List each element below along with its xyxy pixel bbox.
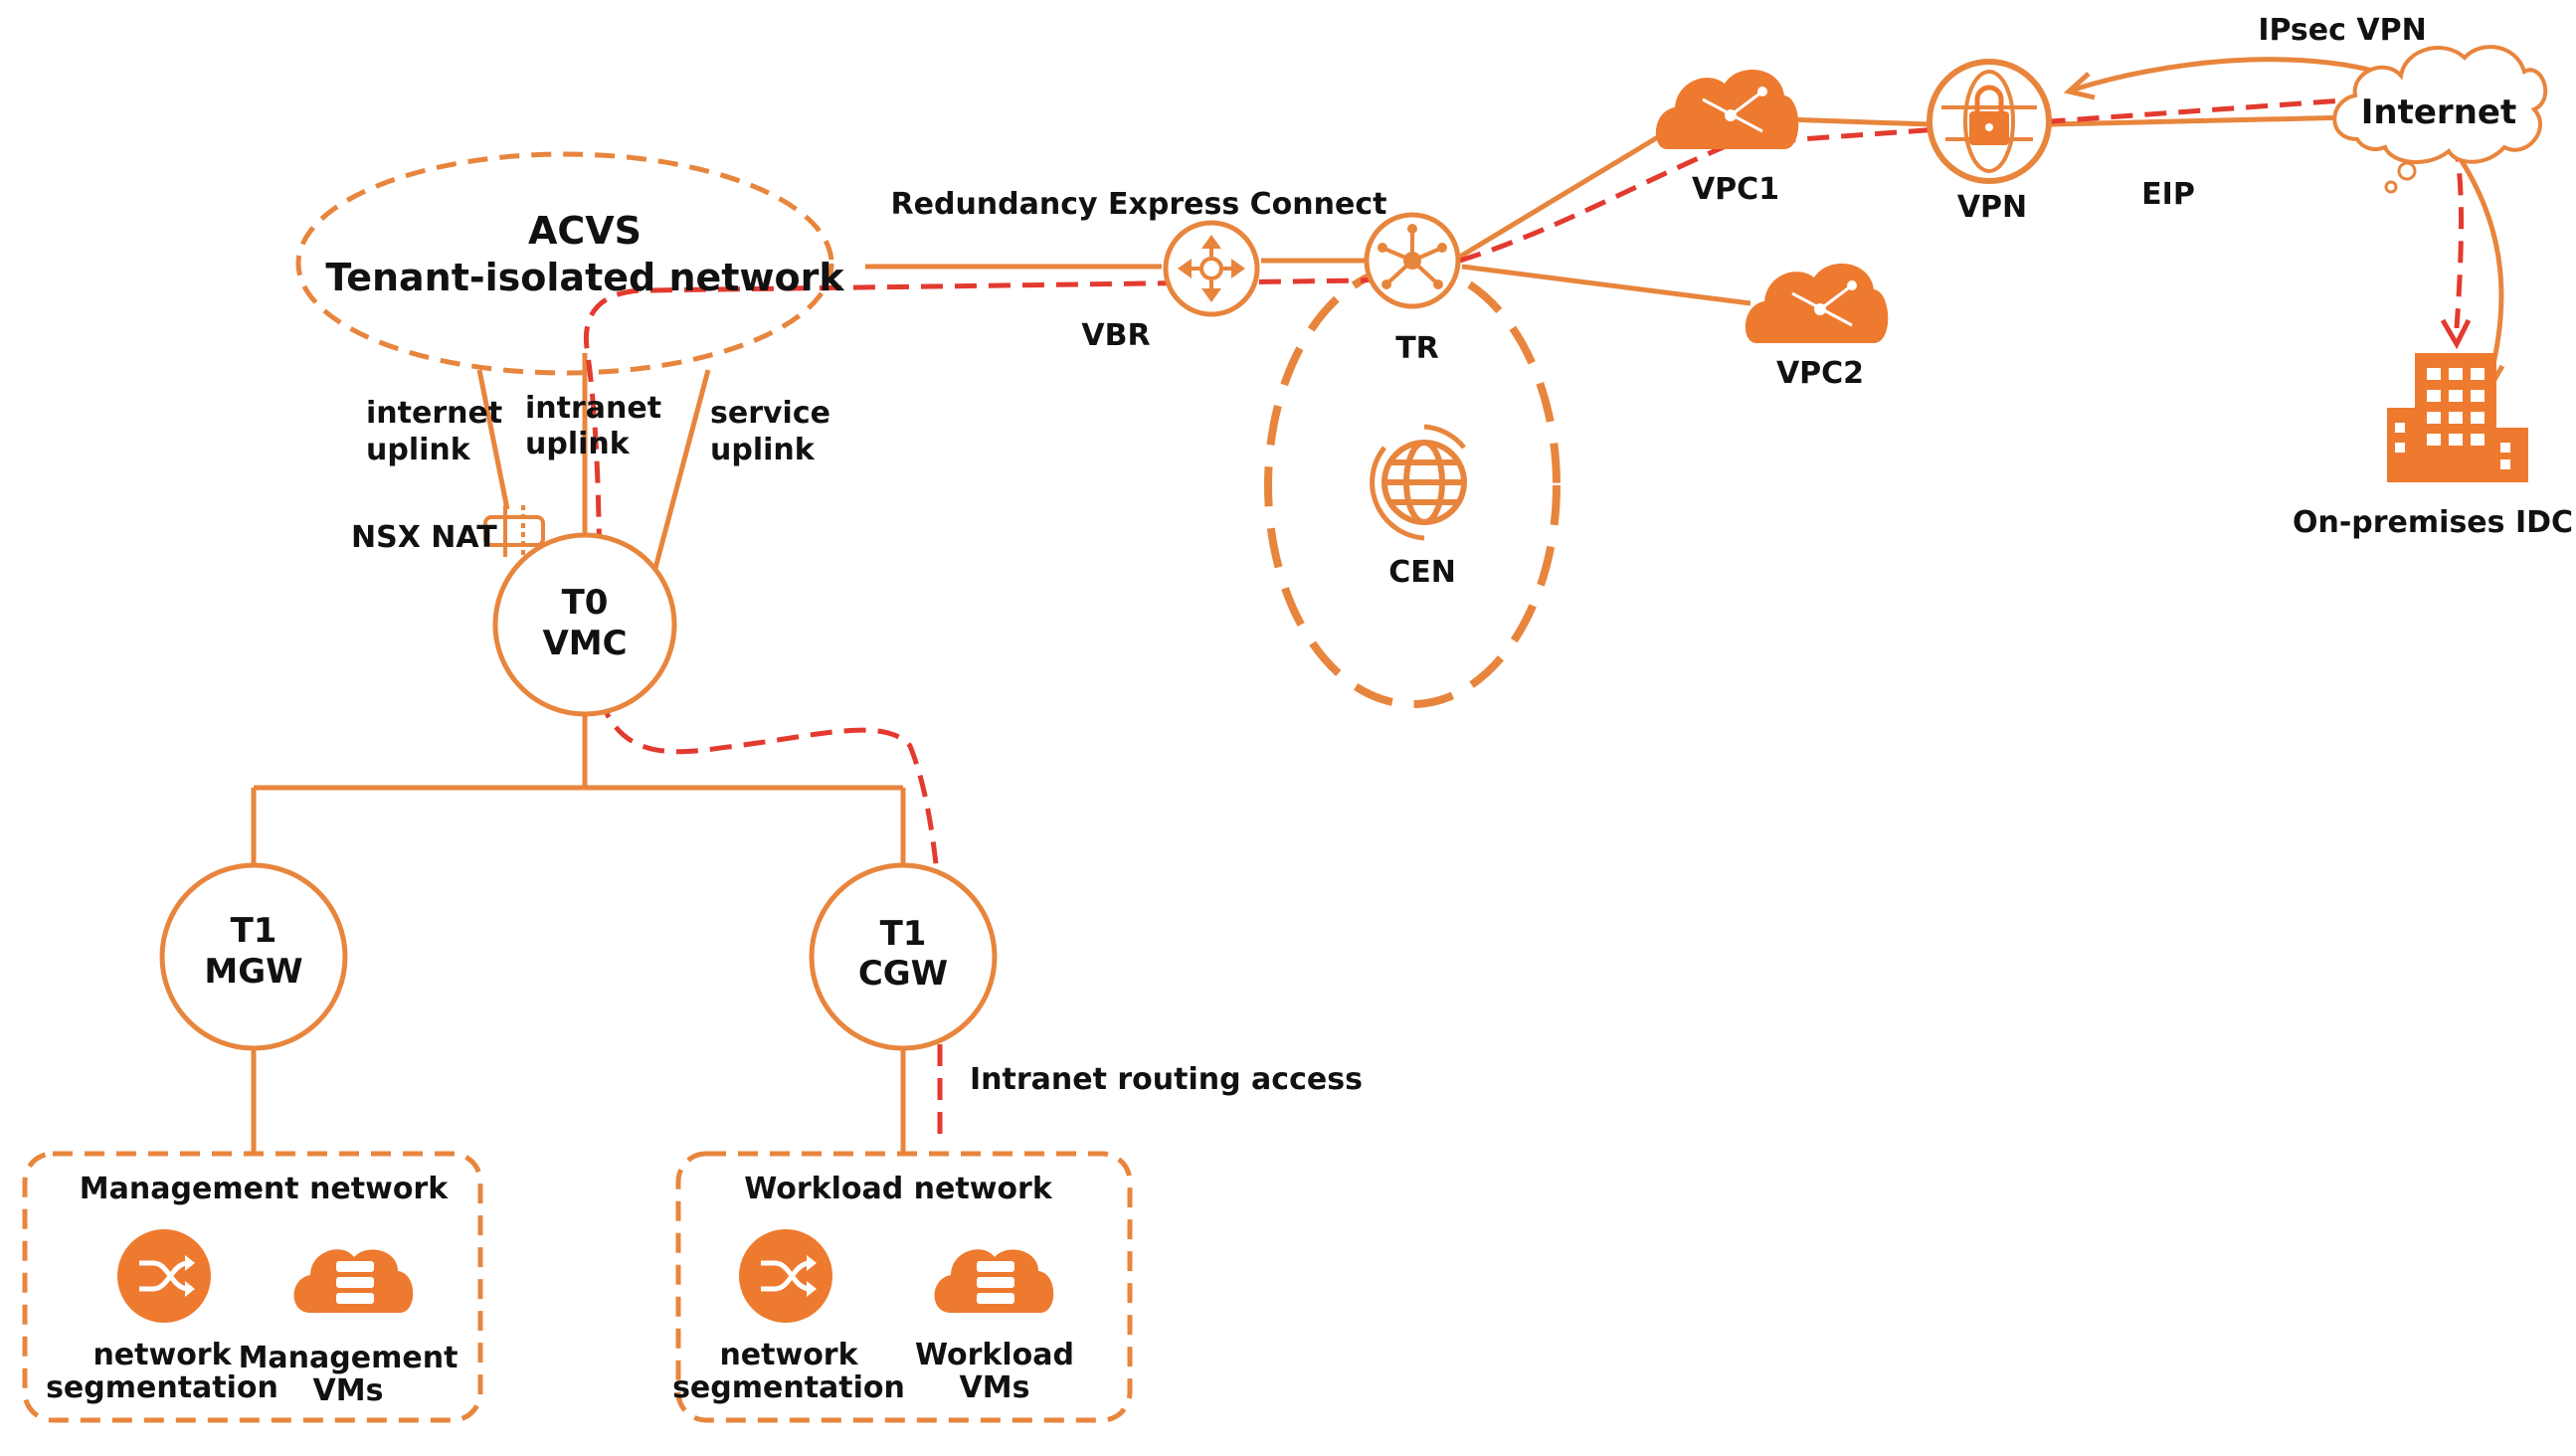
tr-label: TR [1395, 331, 1439, 366]
cgw-label: CGW [858, 954, 948, 994]
mgmt-seg-label: network [92, 1338, 232, 1372]
vbr-router-icon [1163, 220, 1260, 317]
eip-label: EIP [2141, 177, 2195, 212]
workload-vms-icon [934, 1249, 1054, 1313]
tr-vpc1-line [1458, 126, 1673, 260]
internet-uplink-line [476, 369, 510, 510]
vpc2-label: VPC2 [1776, 356, 1864, 391]
nsx-nat-label: NSX NAT [351, 520, 497, 555]
cloud-bubble-small-icon [2384, 180, 2398, 194]
intranet-uplink-label-2: uplink [525, 427, 631, 461]
t1-mgw-label: T1 [231, 911, 277, 951]
vpc2-cloud-icon [1745, 264, 1889, 343]
t0-vmc-node: T0 VMC [492, 532, 677, 717]
mgw-label: MGW [204, 952, 302, 992]
service-uplink-line [651, 369, 711, 573]
idc-buildings-icon [2387, 353, 2528, 482]
mgmt-segmentation-icon [117, 1229, 211, 1323]
internet-idc-arrow [2444, 137, 2504, 381]
cen-label: CEN [1388, 555, 1456, 590]
wl-seg-label-2: segmentation [672, 1370, 905, 1405]
intranet-routing-path [583, 91, 2465, 1134]
mgmt-vms-icon [293, 1249, 414, 1313]
vpn-label: VPN [1957, 190, 2027, 225]
ipsec-vpn-label: IPsec VPN [2258, 13, 2426, 48]
internet-uplink-label: internet [366, 396, 502, 431]
t1-mgw-node: T1 MGW [159, 862, 348, 1051]
workload-network-title: Workload network [744, 1172, 1053, 1206]
wl-vms-label-2: VMs [960, 1370, 1030, 1405]
t0-label: T0 [562, 583, 609, 623]
wl-seg-label: network [719, 1338, 858, 1372]
service-uplink-label: service [710, 396, 830, 431]
tr-router-icon [1364, 212, 1461, 309]
internet-uplink-label-2: uplink [366, 433, 471, 467]
vbr-label: VBR [1081, 318, 1150, 353]
nsx-nat-icon [483, 505, 545, 557]
cloud-bubble-icon [2397, 161, 2417, 181]
mgmt-vms-label-2: VMs [313, 1373, 384, 1408]
idc-label: On-premises IDC [2293, 505, 2573, 540]
vpn-internet-line [2050, 114, 2353, 127]
mgmt-network-title: Management network [80, 1172, 449, 1206]
acvs-subtitle: Tenant-isolated network [325, 256, 844, 299]
cen-globe-icon [1370, 424, 1467, 541]
intranet-routing-access-label: Intranet routing access [970, 1062, 1363, 1097]
tr-vpc2-line [1461, 264, 1751, 306]
vpc1-vpn-line [1784, 116, 1931, 127]
service-uplink-label-2: uplink [710, 433, 816, 467]
workload-segmentation-icon [739, 1229, 832, 1323]
mgmt-seg-label-2: segmentation [46, 1370, 278, 1405]
t1-cgw-label: T1 [880, 914, 927, 954]
mgmt-vms-label: Management [239, 1341, 459, 1375]
vpc1-cloud-icon [1655, 70, 1799, 149]
route-arrowhead [2440, 318, 2472, 350]
internet-label: Internet [2361, 92, 2516, 132]
ipsec-arrowhead [2063, 72, 2096, 100]
mgmt-network-box [22, 1151, 483, 1423]
acvs-outline [295, 151, 834, 376]
wl-vms-label: Workload [915, 1338, 1074, 1372]
internet-cloud-icon [2332, 45, 2548, 164]
workload-network-box [675, 1151, 1133, 1423]
vpc1-label: VPC1 [1692, 172, 1779, 207]
acvs-title: ACVS [528, 209, 642, 253]
t1-cgw-node: T1 CGW [809, 862, 998, 1051]
connection-lines [251, 57, 2505, 1154]
vmc-label: VMC [542, 624, 627, 663]
vpn-globe-lock-icon [1927, 59, 2052, 184]
intranet-uplink-label: intranet [525, 391, 661, 426]
redundancy-express-connect-label: Redundancy Express Connect [891, 187, 1387, 222]
